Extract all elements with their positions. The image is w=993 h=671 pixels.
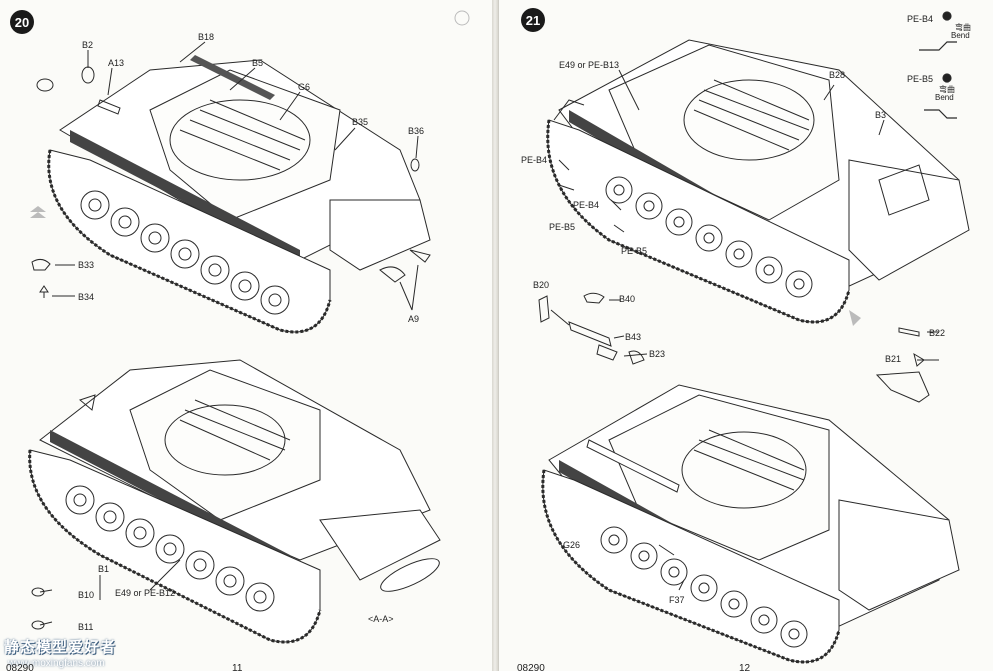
right-footer-code: 08290: [517, 663, 545, 671]
label-B1: B1: [98, 564, 109, 574]
right-page-drawing: 21 PE-B4 弯曲 Bend PE-B5 弯曲 Bend: [521, 8, 971, 664]
label-section-A-A: <A-A>: [368, 614, 394, 624]
label-F37: F37: [669, 595, 685, 605]
label-G26: G26: [563, 540, 580, 550]
step-20-number: 20: [15, 15, 29, 30]
legend-bend-2: Bend: [935, 93, 954, 102]
label-B40: B40: [619, 294, 635, 304]
label-B10: B10: [78, 590, 94, 600]
label-B43: B43: [625, 332, 641, 342]
book-gutter: [492, 0, 498, 671]
lower-tank-drawing-r: [541, 384, 960, 664]
legend-PE-B4: PE-B4: [907, 14, 933, 24]
label-A9: A9: [408, 314, 419, 324]
lower-tank-drawing: [28, 359, 441, 644]
label-B21: B21: [885, 354, 901, 364]
left-page: 20: [0, 0, 493, 671]
label-E49-or-PE-B13: E49 or PE-B13: [559, 60, 619, 70]
label-B20: B20: [533, 280, 549, 290]
label-PE-B5-b: PE-B5: [621, 246, 647, 256]
label-B23: B23: [649, 349, 665, 359]
legend-bend-1: Bend: [951, 31, 970, 40]
registration-mark: [454, 10, 470, 26]
left-page-number: 11: [232, 663, 243, 671]
label-B35: B35: [352, 117, 368, 127]
label-B5: B5: [252, 58, 263, 68]
watermark-text: 静态模型爱好者: [4, 638, 117, 656]
label-G6: G6: [298, 82, 310, 92]
label-B3: B3: [875, 110, 886, 120]
legend-PE-B5: PE-B5: [907, 74, 933, 84]
label-B33: B33: [78, 260, 94, 270]
label-B18: B18: [198, 32, 214, 42]
legend-bend-cn-2: 弯曲: [939, 84, 955, 94]
label-B2: B2: [82, 40, 93, 50]
label-A13: A13: [108, 58, 124, 68]
label-B22: B22: [929, 328, 945, 338]
sub-assembly-drawing: [538, 292, 939, 403]
right-page: 21 PE-B4 弯曲 Bend PE-B5 弯曲 Bend: [498, 0, 993, 671]
label-B36: B36: [408, 126, 424, 136]
left-page-drawing: 20: [10, 10, 470, 644]
bend-legend: [919, 11, 957, 119]
label-E49-or-PE-B12: E49 or PE-B12: [115, 588, 175, 598]
right-page-number: 12: [739, 663, 751, 671]
label-PE-B4-b: PE-B4: [573, 200, 599, 210]
label-B11: B11: [78, 622, 93, 632]
upper-tank-drawing-r: [546, 39, 970, 324]
watermark-url: www.moxingfans.com: [8, 658, 105, 669]
label-B34: B34: [78, 292, 94, 302]
step-20-badge: [10, 10, 34, 34]
left-footer-code: 08290: [6, 663, 34, 671]
label-B28: B28: [829, 70, 845, 80]
step-21-badge: [521, 8, 545, 32]
legend-bend-cn-1: 弯曲: [955, 22, 971, 32]
label-PE-B5-a: PE-B5: [549, 222, 575, 232]
upper-tank-drawing: [30, 41, 431, 334]
label-PE-B4-a: PE-B4: [521, 155, 547, 165]
step-21-number: 21: [526, 13, 540, 28]
